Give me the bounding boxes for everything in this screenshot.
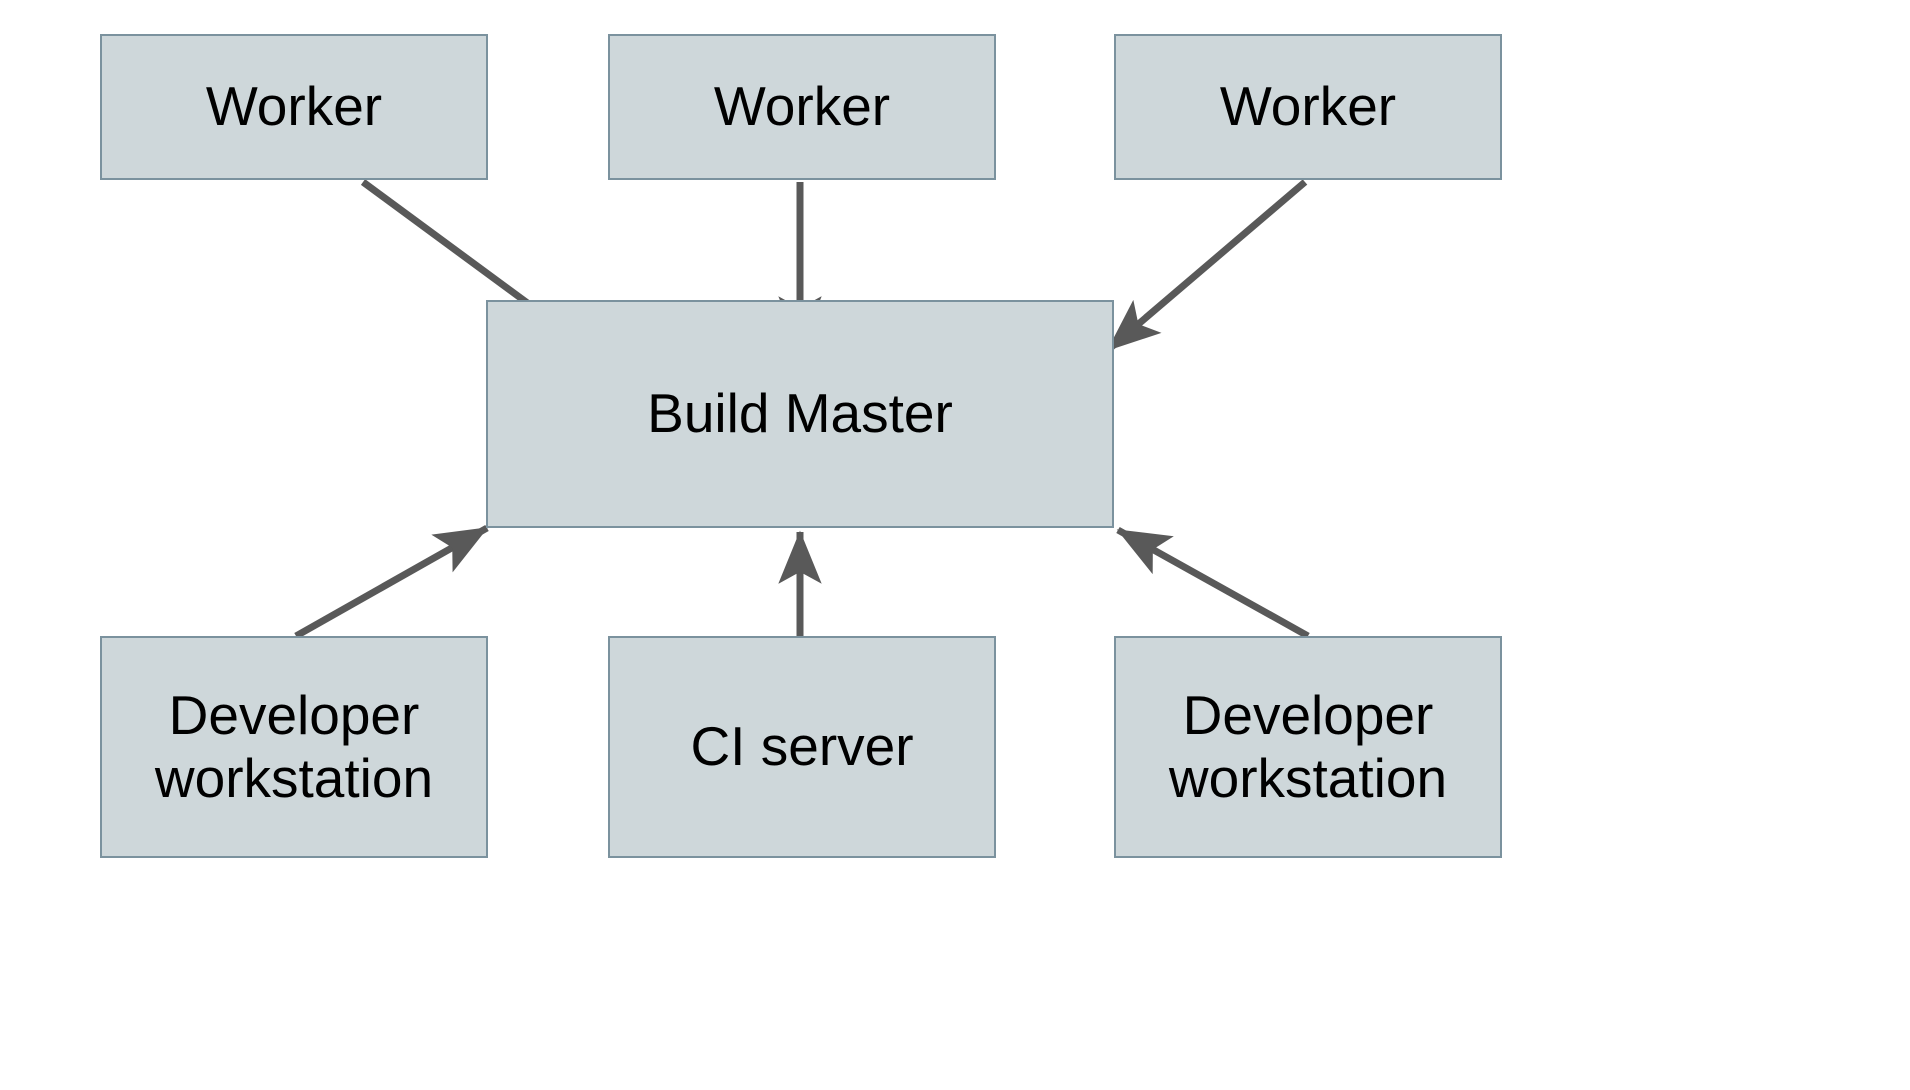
node-build-master-label: Build Master xyxy=(647,382,953,445)
node-build-master[interactable]: Build Master xyxy=(486,300,1114,528)
node-worker-1[interactable]: Worker xyxy=(100,34,488,180)
node-ci-server[interactable]: CI server xyxy=(608,636,996,858)
node-developer-workstation-left[interactable]: Developer workstation xyxy=(100,636,488,858)
node-worker-2[interactable]: Worker xyxy=(608,34,996,180)
node-developer-workstation-right-label: Developer workstation xyxy=(1168,683,1448,809)
edge-worker3-to-build-master xyxy=(1105,179,1308,353)
edge-dev-workstation-left-to-build-master xyxy=(294,524,489,640)
edge-dev-workstation-right-to-build-master xyxy=(1116,526,1310,640)
node-worker-3-label: Worker xyxy=(1219,75,1397,138)
node-worker-3[interactable]: Worker xyxy=(1114,34,1502,180)
node-worker-1-label: Worker xyxy=(205,75,383,138)
node-developer-workstation-right[interactable]: Developer workstation xyxy=(1114,636,1502,858)
node-developer-workstation-left-label: Developer workstation xyxy=(154,683,434,809)
node-worker-2-label: Worker xyxy=(713,75,891,138)
node-ci-server-label: CI server xyxy=(690,715,914,778)
